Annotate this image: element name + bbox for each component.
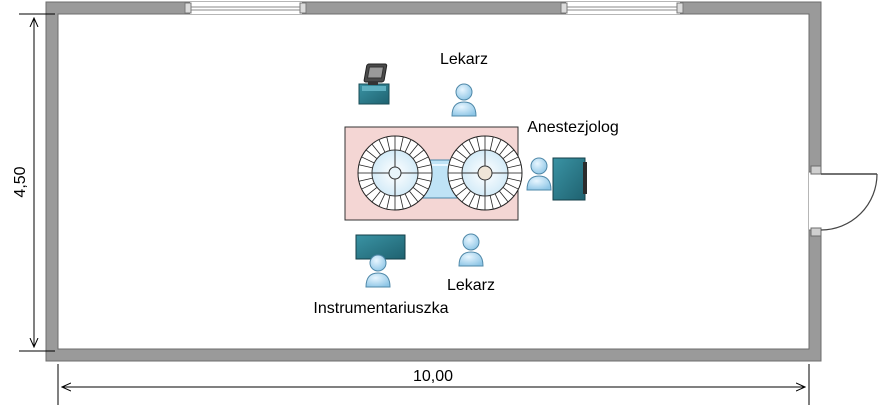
- surgical-lamp-icon: [357, 135, 433, 211]
- window-left: [190, 2, 302, 14]
- lamp-spoke: [451, 156, 465, 164]
- lamp-spoke: [378, 193, 386, 207]
- lamp-spoke: [489, 136, 494, 151]
- width-dimension-label: 10,00: [413, 368, 453, 385]
- lamp-spoke: [412, 149, 425, 159]
- dimension-height: 4,50: [12, 13, 55, 352]
- lamp-spoke: [455, 149, 468, 159]
- lamp-spoke: [461, 190, 471, 203]
- lamp-spoke: [365, 187, 378, 197]
- lamp-spoke: [412, 187, 425, 197]
- room-walls: [45, 1, 822, 362]
- dimension-width: 10,00: [57, 364, 810, 405]
- lamp-spoke: [505, 156, 519, 164]
- lamp-spoke: [415, 156, 429, 164]
- lamp-spoke: [502, 149, 515, 159]
- window-right: [566, 2, 680, 14]
- lamp-spoke: [502, 187, 515, 197]
- lamp-spoke: [468, 139, 476, 153]
- person-icon-lekarz-top: [451, 83, 477, 117]
- label-instrumentariuszka: Instrumentariuszka: [313, 300, 448, 317]
- lamp-spoke: [499, 143, 509, 156]
- lamp-spoke: [378, 139, 386, 153]
- lamp-spoke: [399, 136, 404, 151]
- person-icon-anestezjolog: [526, 157, 552, 191]
- lamp-spoke: [455, 187, 468, 197]
- monitor-icon: [358, 63, 390, 105]
- lamp-spoke: [476, 136, 481, 151]
- lamp-spoke: [361, 156, 375, 164]
- lamp-spoke: [451, 182, 465, 190]
- lamp-spoke: [489, 195, 494, 210]
- lamp-spoke: [361, 182, 375, 190]
- lamp-spoke: [415, 182, 429, 190]
- lamp-spoke: [386, 195, 391, 210]
- person-icon-instrumentariuszka: [365, 254, 391, 288]
- surgical-lamp-icon: [447, 135, 523, 211]
- lamp-spoke: [409, 143, 419, 156]
- lamp-spoke: [371, 190, 381, 203]
- lamp-spoke: [461, 143, 471, 156]
- lamp-spoke: [404, 139, 412, 153]
- lamp-spoke: [507, 177, 522, 182]
- lamp-spoke: [358, 177, 373, 182]
- lamp-spoke: [417, 164, 432, 169]
- label-lekarz-bottom: Lekarz: [447, 277, 495, 294]
- lamp-spoke: [365, 149, 378, 159]
- lamp-spoke: [399, 195, 404, 210]
- height-dimension-label: 4,50: [12, 166, 29, 197]
- lamp-spoke: [417, 177, 432, 182]
- lamp-spoke: [468, 193, 476, 207]
- lamp-spoke: [409, 190, 419, 203]
- person-icon-lekarz-bottom: [458, 233, 484, 267]
- lamp-spoke: [505, 182, 519, 190]
- label-anestezjolog: Anestezjolog: [527, 119, 619, 136]
- lamp-spoke: [358, 164, 373, 169]
- instrument-table-icon: [355, 234, 406, 260]
- lamp-spoke: [371, 143, 381, 156]
- lamp-spoke: [507, 164, 522, 169]
- lamp-spoke: [386, 136, 391, 151]
- lamp-spoke: [494, 139, 502, 153]
- lamp-spoke: [476, 195, 481, 210]
- lamp-spoke: [404, 193, 412, 207]
- anesthesia-machine-icon: [552, 157, 587, 201]
- door: [810, 165, 878, 237]
- label-lekarz-top: Lekarz: [440, 51, 488, 68]
- lamp-spoke: [448, 177, 463, 182]
- lamp-spoke: [494, 193, 502, 207]
- lamp-spoke: [499, 190, 509, 203]
- door-opening: [809, 172, 822, 230]
- lamp-spoke: [448, 164, 463, 169]
